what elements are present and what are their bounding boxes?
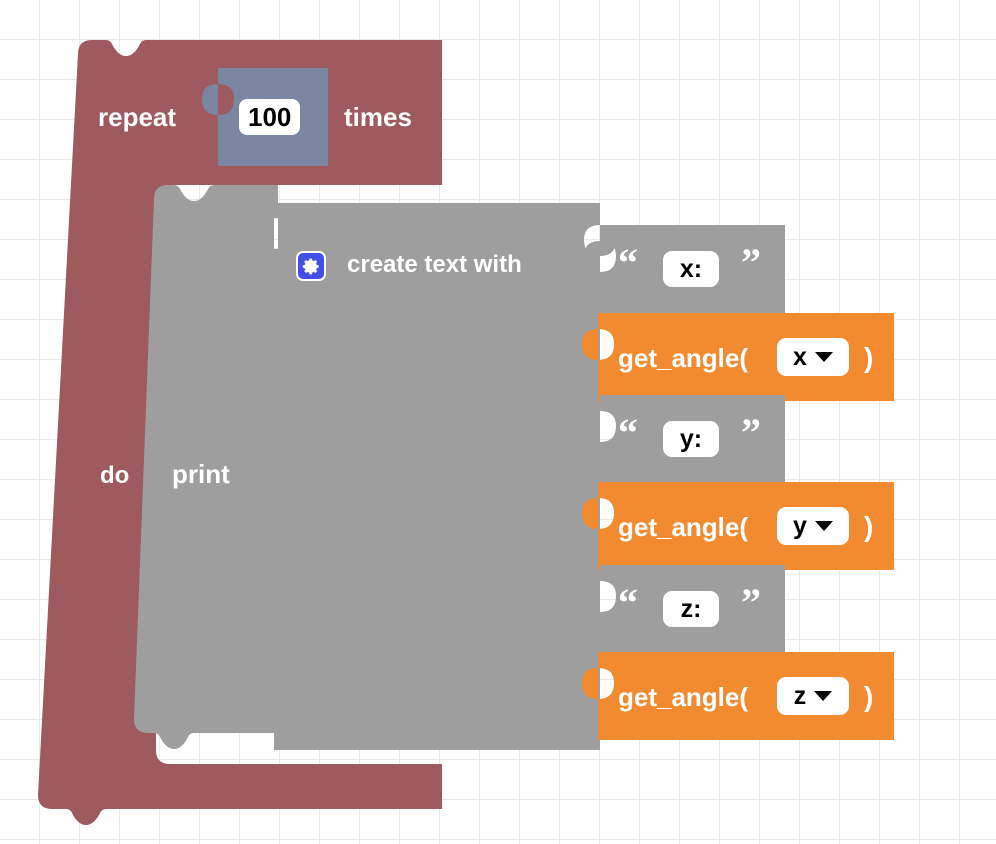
get-angle-block-x-shape[interactable] — [582, 313, 894, 401]
chevron-down-icon — [814, 352, 833, 362]
get-angle-block-z-shape[interactable] — [582, 652, 894, 740]
get-angle-label-y: get_angle( — [618, 512, 749, 542]
print-label: print — [172, 459, 230, 489]
gear-glyph — [302, 258, 319, 274]
get-angle-block-y-shape[interactable] — [582, 482, 894, 570]
close-quote-z: ” — [741, 580, 761, 625]
gear-icon[interactable] — [296, 251, 326, 281]
repeat-prefix-label: repeat — [98, 102, 177, 132]
text-field-x[interactable]: x: — [663, 251, 719, 287]
repeat-do-label: do — [100, 462, 130, 489]
get-angle-dropdown-value-z: z — [793, 681, 807, 710]
repeat-count-field[interactable]: 100 — [239, 99, 301, 135]
create-text-block-shape[interactable] — [258, 203, 616, 750]
get-angle-dropdown-value-y: y — [793, 511, 807, 540]
chevron-down-icon — [814, 691, 833, 701]
get-angle-label-z: get_angle( — [618, 682, 749, 712]
open-quote-y: “ — [618, 410, 638, 455]
get-angle-dropdown-y[interactable]: y — [777, 507, 849, 545]
get-angle-close-paren-y: ) — [864, 511, 874, 542]
text-field-y[interactable]: y: — [663, 421, 719, 457]
text-field-z[interactable]: z: — [663, 591, 719, 627]
open-quote-x: “ — [618, 240, 638, 285]
get-angle-close-paren-z: ) — [864, 681, 874, 712]
get-angle-label-x: get_angle( — [618, 343, 749, 373]
repeat-suffix-label: times — [344, 102, 412, 132]
get-angle-dropdown-value-x: x — [793, 342, 807, 371]
get-angle-dropdown-z[interactable]: z — [777, 677, 849, 715]
close-quote-y: ” — [741, 410, 761, 455]
close-quote-x: ” — [741, 240, 761, 285]
get-angle-close-paren-x: ) — [864, 342, 874, 373]
chevron-down-icon — [814, 521, 833, 531]
get-angle-dropdown-x[interactable]: x — [777, 338, 849, 376]
open-quote-z: “ — [618, 580, 638, 625]
print-block-shape[interactable] — [134, 185, 294, 749]
create-text-label: create text with — [347, 251, 522, 278]
